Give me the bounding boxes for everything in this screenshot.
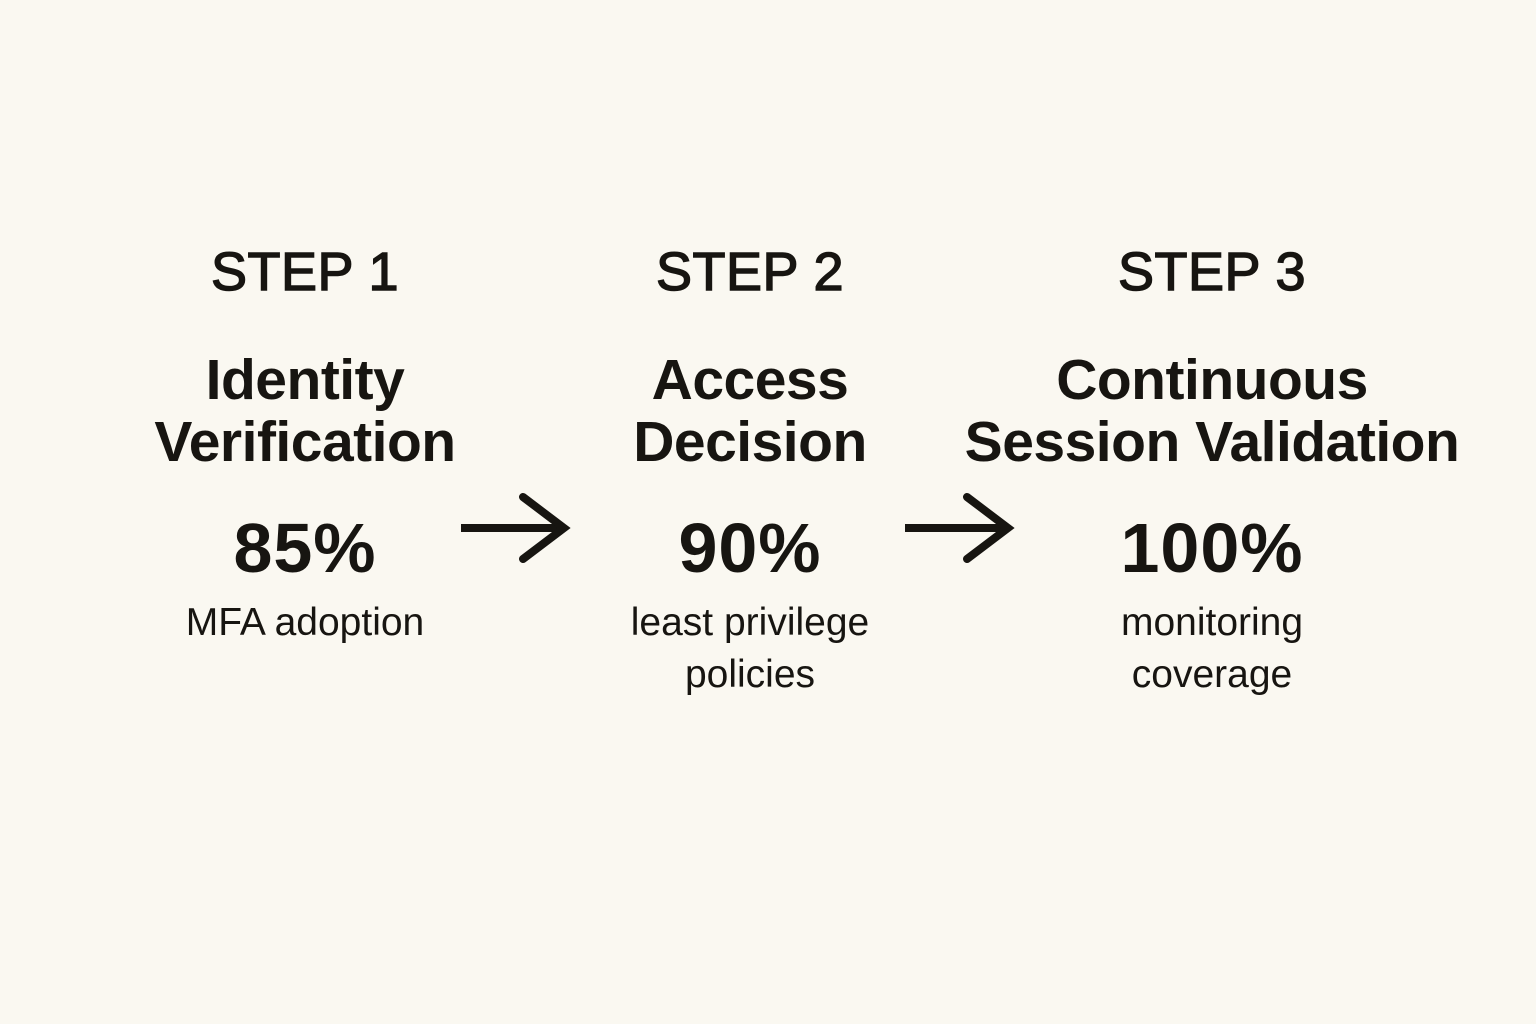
step-title: Access Decision [540,349,960,473]
step-value: 100% [1120,509,1304,587]
step-label: STEP 1 [210,242,400,302]
step-value: 90% [678,509,822,587]
step-label: STEP 2 [655,242,845,302]
step-caption-line: coverage [1131,653,1293,696]
step-caption-line: least privilege [630,601,870,644]
step-column-2: STEP 2 Access Decision 90% least privile… [540,242,960,701]
step-title-line: Continuous [1056,348,1368,412]
step-title-line: Session Validation [964,410,1460,474]
step-title-line: Identity [205,348,405,412]
step-title: Continuous Session Validation [952,349,1472,473]
step-caption-line: MFA adoption [185,601,425,644]
step-caption-line: monitoring [1120,601,1304,644]
step-column-1: STEP 1 Identity Verification 85% MFA ado… [95,242,515,649]
step-title-line: Access [651,348,849,412]
right-arrow-icon [902,492,1017,564]
step-column-3: STEP 3 Continuous Session Validation 100… [952,242,1472,701]
step-title-line: Decision [633,410,867,474]
step-title: Identity Verification [95,349,515,473]
step-title-line: Verification [154,410,456,474]
step-caption: MFA adoption [95,597,515,649]
step-caption: monitoring coverage [952,597,1472,701]
right-arrow-icon [458,492,573,564]
step-caption: least privilege policies [540,597,960,701]
step-value: 85% [233,509,377,587]
step-label: STEP 3 [1117,242,1307,302]
step-caption-line: policies [684,653,816,696]
